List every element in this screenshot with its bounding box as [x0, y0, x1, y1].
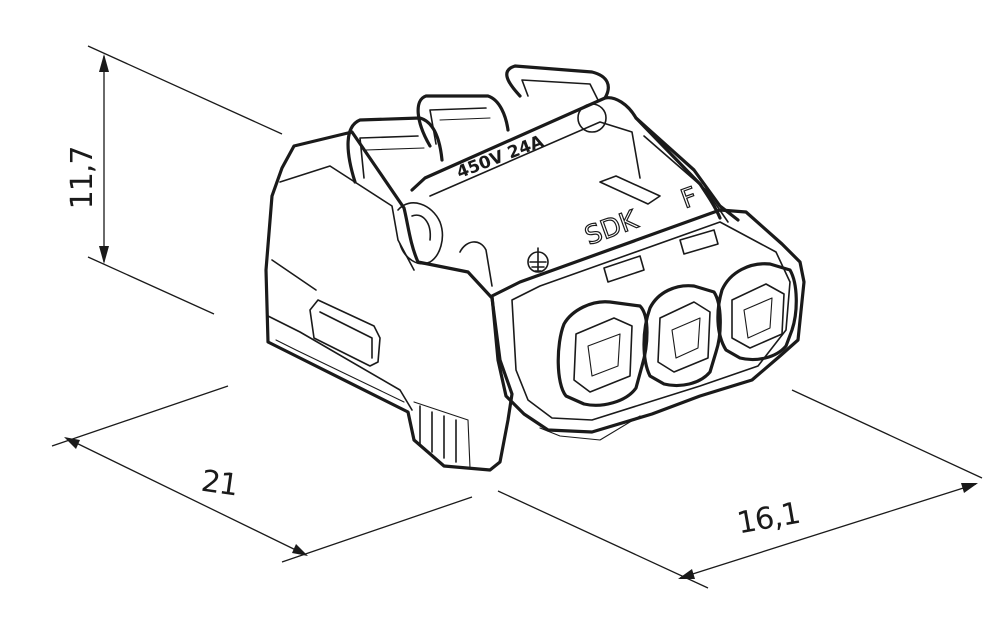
ground-symbol-icon: [527, 247, 549, 273]
lever-middle: [416, 94, 510, 148]
lever-front: [346, 116, 444, 184]
depth-label: 21: [199, 464, 240, 504]
height-dimension: 11,7: [65, 45, 283, 315]
depth-extension-right: [281, 496, 473, 563]
rear-clip: [459, 241, 493, 287]
width-label: 16,1: [734, 496, 802, 541]
hinge-rail: [634, 116, 740, 222]
bottom-teeth: [413, 401, 641, 469]
width-arrow-left: [678, 569, 695, 579]
front-clip: [397, 202, 444, 265]
height-extension-bottom: [87, 256, 215, 315]
left-block: [264, 130, 514, 472]
brand-marking: SDK: [581, 205, 642, 252]
test-slot-2: [679, 229, 719, 255]
letter-marking: F: [677, 182, 701, 215]
top-cover: [410, 96, 722, 220]
height-arrow-top: [99, 54, 109, 72]
width-arrow-right: [961, 483, 978, 493]
height-arrow-bottom: [99, 246, 109, 264]
height-label: 11,7: [65, 147, 100, 210]
connector-body: 450V 24A: [264, 64, 806, 472]
test-slot-1: [603, 255, 645, 283]
height-extension-top: [87, 45, 283, 135]
wire-port-3: [716, 262, 798, 362]
wire-port-1: [556, 300, 649, 407]
front-face: [490, 208, 806, 434]
wire-port-2: [642, 284, 722, 388]
width-extension-left: [497, 490, 709, 589]
cover-rivet: [577, 103, 607, 133]
top-cover-inner: [429, 121, 641, 197]
depth-dimension-line: [65, 437, 307, 556]
width-dimension-line: [679, 483, 977, 579]
depth-arrow-left: [64, 437, 80, 449]
depth-extension-left: [51, 385, 229, 447]
lever-rear: [505, 64, 610, 101]
side-latch: [309, 299, 381, 367]
depth-dimension: 21: [51, 385, 473, 563]
depth-arrow-right: [292, 544, 308, 556]
width-extension-right: [791, 389, 983, 479]
